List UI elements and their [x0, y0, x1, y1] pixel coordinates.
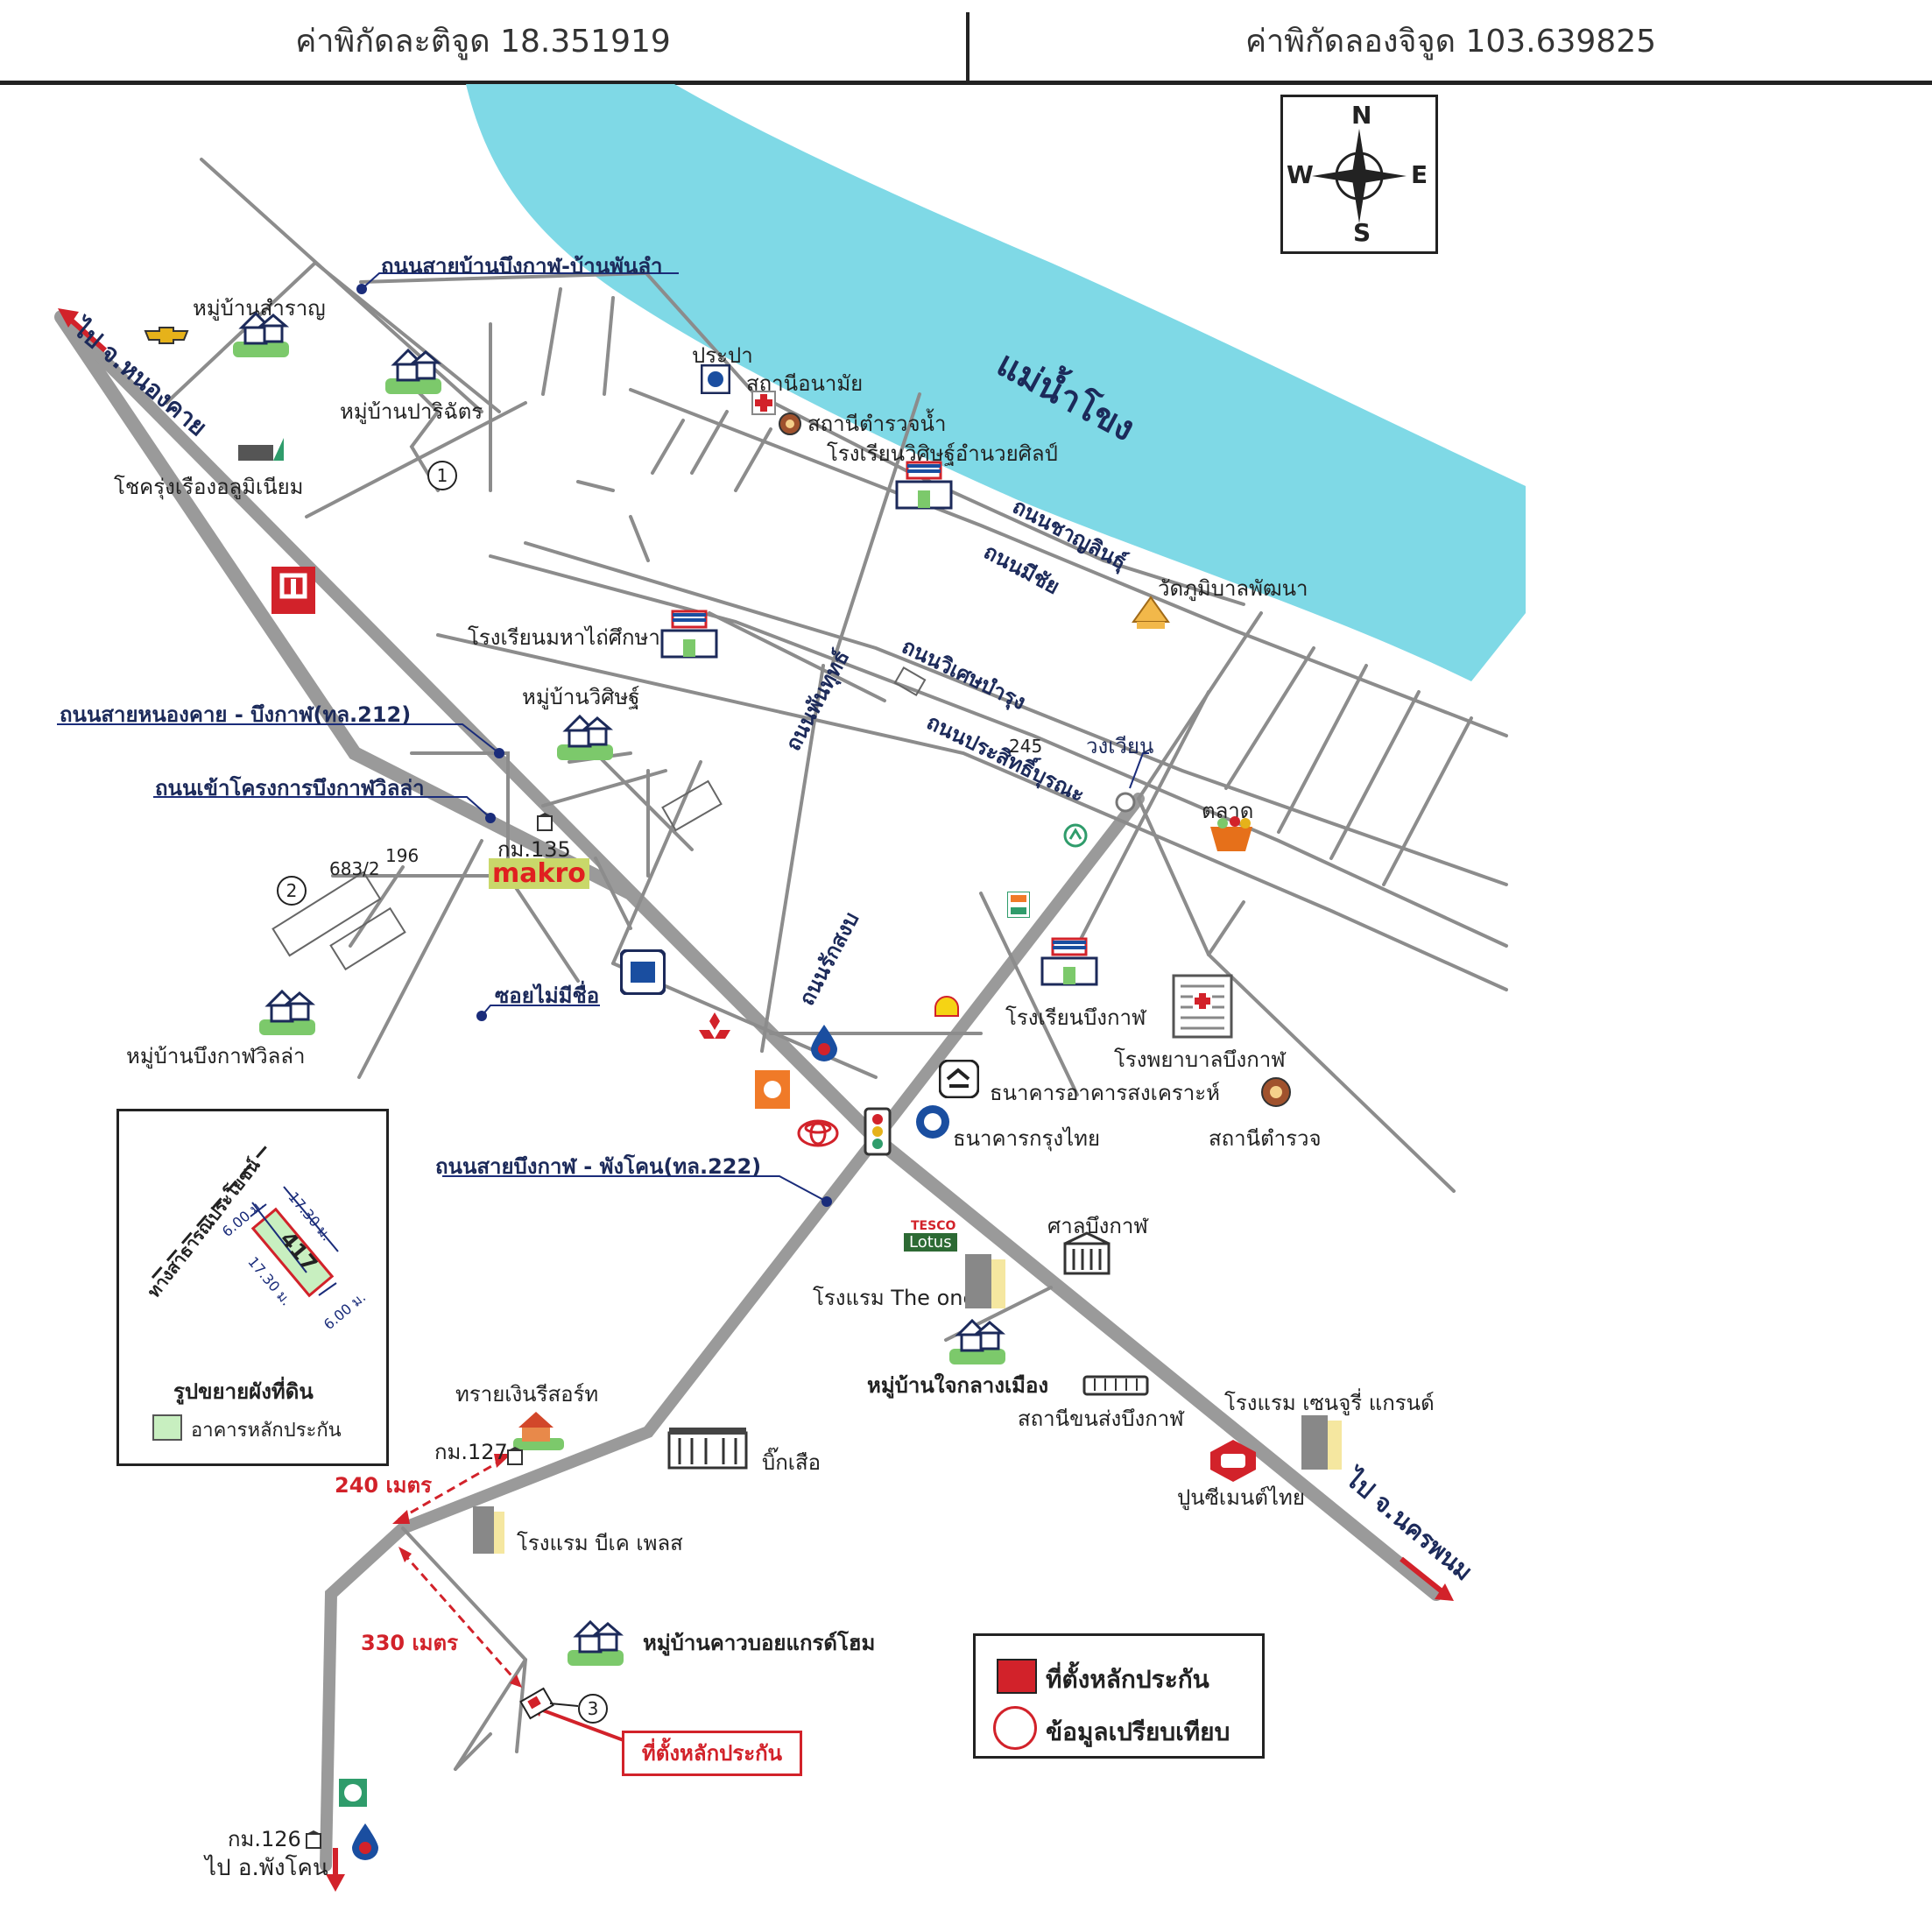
place-683: 683/2 — [329, 858, 380, 879]
marker-3: 3 — [578, 1694, 608, 1724]
compass-rose: N S E W — [1280, 95, 1438, 254]
land-plan-drawing — [151, 1146, 339, 1298]
mekong-river — [466, 84, 1526, 681]
distance-lines — [398, 1456, 518, 1682]
road-label-soi: ซอยไม่มีชื่อ — [495, 984, 600, 1008]
place-ghb: ธนาคารอาคารสงเคราะห์ — [990, 1081, 1220, 1105]
direction-arrows — [58, 308, 1454, 1892]
place-chaiklang-village: หมู่บ้านใจกลางเมือง — [867, 1373, 1049, 1398]
road-label-roundabout: วงเวียน — [1086, 734, 1154, 758]
place-parichat-village: หมู่บ้านปาริฉัตร — [340, 399, 483, 424]
road-network — [54, 158, 1508, 1872]
place-bueng-kan-school: โรงเรียนบึงกาฬ — [1005, 1005, 1146, 1030]
coordinates-header: ค่าพิกัดละติจูด 18.351919 ค่าพิกัดลองจิจ… — [0, 0, 1932, 85]
road-label-212: ถนนสายหนองคาย - บึงกาฬ(ทล.212) — [60, 702, 412, 727]
place-km135: กม.135 — [497, 837, 571, 862]
legend-collateral-label: ที่ตั้งหลักประกัน — [1046, 1665, 1209, 1694]
place-bus-station: สถานีขนส่งบึงกาฬ — [1018, 1407, 1184, 1431]
place-cowboy-village: หมู่บ้านคาวบอยแกรด์โฮม — [643, 1631, 876, 1655]
latitude-label: ค่าพิกัดละติจูด 18.351919 — [295, 24, 671, 60]
road-label-222: ถนนสายบึงกาฬ - พังโคน(ทล.222) — [435, 1154, 762, 1179]
place-196: 196 — [385, 845, 420, 866]
marker-2: 2 — [277, 876, 307, 906]
inset-title: รูปขยายผังที่ดิน — [173, 1379, 314, 1404]
legend-collateral-swatch — [997, 1659, 1037, 1694]
distance-330: 330 เมตร — [361, 1631, 458, 1655]
inset-key-swatch — [152, 1414, 182, 1441]
place-km126: กม.126 — [228, 1827, 301, 1851]
road-label-ban-phan-lam: ถนนสายบ้านบึงกาฬ-บ้านพันลำ — [381, 254, 663, 279]
place-wat-phumiban: วัดภูมิบาลพัฒนา — [1158, 576, 1308, 601]
place-ktb: ธนาคารกรุงไทย — [953, 1126, 1101, 1151]
map-legend: ที่ตั้งหลักประกัน ข้อมูลเปรียบเทียบ — [973, 1633, 1265, 1759]
direction-phang-khon: ไป อ.พังโคน — [205, 1855, 328, 1881]
compass-n: N — [1351, 101, 1372, 130]
place-wisit-village: หมู่บ้านวิศิษฐ์ — [522, 685, 640, 709]
place-hospital: โรงพยาบาลบึงกาฬ — [1114, 1047, 1286, 1072]
makro-logo: makro — [489, 858, 589, 889]
place-bk-place: โรงแรม บีเค เพลส — [517, 1531, 683, 1555]
place-water-police: สถานีตำรวจน้ำ — [807, 412, 947, 436]
compass-w: W — [1287, 160, 1314, 189]
roundabout-circle — [1115, 792, 1136, 813]
marker-1: 1 — [427, 461, 457, 490]
place-hotel-one: โรงแรม The one — [813, 1286, 977, 1310]
parcel-blocks — [271, 666, 927, 971]
longitude-label: ค่าพิกัดลองจิจูด 103.639825 — [1245, 24, 1657, 60]
legend-comparison-circle — [993, 1706, 1037, 1750]
legend-comparison-label: ข้อมูลเปรียบเทียบ — [1046, 1717, 1230, 1746]
compass-e: E — [1411, 160, 1428, 189]
lotus-logo: Lotus — [904, 1233, 957, 1252]
place-prapa: ประปา — [692, 343, 753, 368]
inset-key-label: อาคารหลักประกัน — [191, 1420, 342, 1442]
place-km127: กม.127 — [434, 1440, 508, 1464]
place-court: ศาลบึงกาฬ — [1047, 1214, 1148, 1238]
place-wisit-school: โรงเรียนวิศิษฐ์อำนวยศิลป์ — [827, 441, 1058, 466]
tesco-logo: TESCO — [911, 1219, 956, 1233]
place-police: สถานีตำรวจ — [1209, 1126, 1322, 1151]
place-villa-village: หมู่บ้านบึงกาฬวิลล่า — [126, 1044, 306, 1068]
place-mahachai-school: โรงเรียนมหาไถ่ศึกษา — [468, 625, 660, 650]
compass-icon — [1312, 129, 1407, 223]
place-siam-cement: ปูนซีเมนต์ไทย — [1177, 1485, 1305, 1510]
header-divider — [966, 12, 970, 81]
distance-240: 240 เมตร — [335, 1473, 432, 1498]
road-leader-lines — [57, 272, 1149, 1202]
place-big-suea: บิ๊กเสือ — [762, 1450, 821, 1475]
road-label-villa: ถนนเข้าโครงการบึงกาฬวิลล่า — [155, 776, 425, 800]
place-sai-ngoen: ทรายเงินรีสอร์ท — [455, 1382, 599, 1407]
compass-s: S — [1353, 218, 1371, 247]
site-fill — [527, 1696, 541, 1710]
land-plan-inset: ทางสาธารณประโยชน์ 417 17.30 ม. 6.00 ม. 1… — [116, 1109, 389, 1466]
place-245: 245 — [1009, 736, 1043, 757]
place-century-hotel: โรงแรม เซนจูรี่ แกรนด์ — [1224, 1391, 1435, 1415]
collateral-callout: ที่ตั้งหลักประกัน — [622, 1731, 802, 1776]
place-chok-rung-rueang: โชครุ่งเรืองอลูมิเนียม — [114, 475, 304, 499]
